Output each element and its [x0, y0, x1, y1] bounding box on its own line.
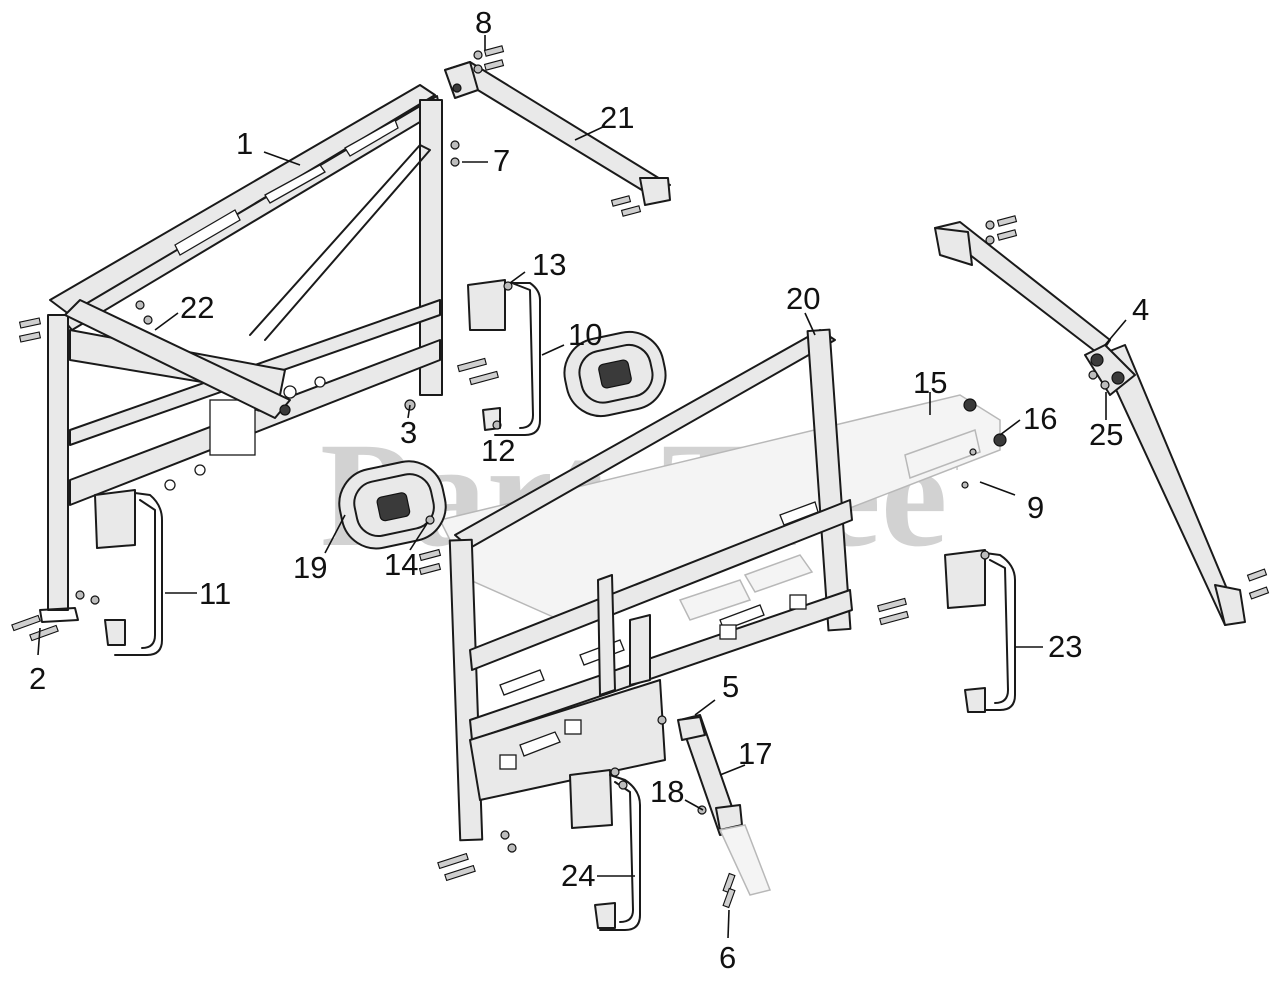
callout-16: 16 — [1023, 401, 1057, 436]
callout-2: 2 — [29, 661, 46, 696]
fasteners — [11, 45, 1270, 909]
part-23-handle[interactable] — [944, 549, 1016, 713]
part-22-brace[interactable] — [64, 299, 291, 419]
callout-9: 9 — [1027, 490, 1044, 525]
callout-8: 8 — [475, 5, 492, 40]
part-17-strut[interactable] — [677, 714, 772, 896]
part-21-top-bar[interactable] — [444, 61, 671, 206]
callout-20: 20 — [786, 281, 820, 316]
leader-lines — [37, 35, 1127, 939]
callout-1: 1 — [236, 126, 253, 161]
callout-12: 12 — [481, 433, 515, 468]
callout-21: 21 — [600, 100, 634, 135]
callout-23: 23 — [1048, 629, 1082, 664]
part-10-light[interactable] — [558, 325, 672, 422]
callout-10: 10 — [568, 317, 602, 352]
part-19-light[interactable] — [333, 455, 452, 555]
callout-13: 13 — [532, 247, 566, 282]
callout-25: 25 — [1089, 417, 1123, 452]
callout-3: 3 — [400, 415, 417, 450]
part-24-handle[interactable] — [569, 769, 641, 931]
callout-6: 6 — [719, 940, 736, 975]
part-4-side-arch[interactable] — [934, 221, 1246, 626]
callout-14: 14 — [384, 547, 418, 582]
callout-labels: 1 2 3 4 5 6 7 8 9 10 11 12 13 14 15 16 1… — [29, 5, 1149, 975]
callout-11: 11 — [199, 576, 231, 611]
callout-24: 24 — [561, 858, 595, 893]
part-15-rear-panel[interactable] — [438, 394, 1007, 621]
part-11-handle[interactable] — [94, 489, 163, 656]
callout-17: 17 — [738, 736, 772, 771]
callout-18: 18 — [650, 774, 684, 809]
callout-22: 22 — [180, 290, 214, 325]
part-1-front-frame[interactable] — [39, 84, 443, 623]
callout-4: 4 — [1132, 292, 1149, 327]
callout-19: 19 — [293, 550, 327, 585]
callout-7: 7 — [493, 143, 510, 178]
callout-15: 15 — [913, 365, 947, 400]
part-20-rear-frame[interactable] — [448, 328, 853, 842]
callout-5: 5 — [722, 669, 739, 704]
